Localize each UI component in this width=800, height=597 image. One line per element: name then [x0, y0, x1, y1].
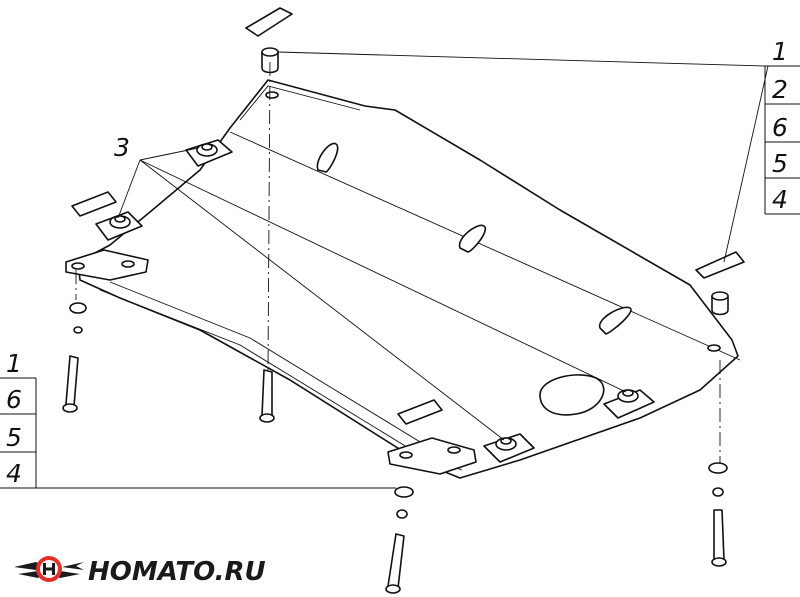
- car-wings-logo-icon: [14, 556, 84, 582]
- callout-left-1: 1: [6, 349, 22, 378]
- brand-logo: HOMATO.RU: [14, 556, 266, 587]
- brand-logo-text: HOMATO.RU: [88, 557, 266, 587]
- callout-top-right-4: 5: [772, 149, 788, 178]
- bracket-bottom-center: [387, 433, 535, 475]
- callout-stack-left: 1 6 5 4: [0, 349, 37, 489]
- leader-lines: [36, 51, 769, 489]
- callout-left-4: 4: [6, 459, 22, 488]
- bracket-left: [65, 211, 149, 281]
- bracket-top-left: [185, 139, 233, 167]
- clamp-plate-left: [71, 191, 117, 217]
- callout-top-right-3: 6: [772, 113, 788, 142]
- bolt-center: [259, 369, 275, 423]
- axis-line-top: [267, 61, 271, 371]
- callout-top-right-1: 1: [772, 37, 788, 66]
- bolt-bottom: [385, 486, 414, 594]
- callout-top-right-2: 2: [772, 75, 788, 104]
- callout-stack-top-right: 1 2 6 5 4: [764, 37, 800, 215]
- callout-left-3: 5: [6, 423, 22, 452]
- bracket-right: [603, 389, 655, 419]
- clamp-plate-bottom: [397, 399, 443, 425]
- bolt-left: [62, 302, 87, 413]
- clamp-plate-right: [695, 251, 745, 279]
- callout-top-right-5: 4: [772, 185, 788, 214]
- clamp-plate-top: [245, 7, 293, 37]
- spacer-right: [711, 291, 729, 316]
- callout-upper-left: 3: [114, 133, 130, 162]
- callout-left-2: 6: [6, 385, 22, 414]
- bolt-right: [708, 462, 728, 567]
